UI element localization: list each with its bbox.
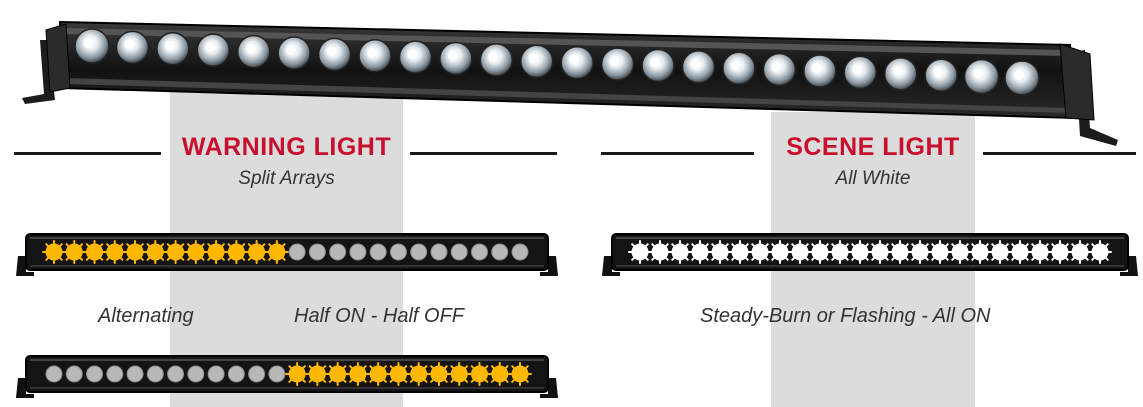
led-on	[86, 243, 104, 261]
led-on	[651, 243, 669, 261]
led-on	[891, 243, 909, 261]
led-on	[227, 243, 245, 261]
led-on	[106, 243, 124, 261]
led-on	[631, 243, 649, 261]
led-on	[751, 243, 769, 261]
led-off	[308, 243, 326, 261]
led-on	[369, 365, 387, 383]
led-on	[410, 365, 428, 383]
led-off	[248, 365, 266, 383]
warning-rule-left	[14, 152, 161, 155]
warning-bar-alternating	[16, 233, 558, 276]
led-on	[671, 243, 689, 261]
led-off	[167, 365, 185, 383]
led-off	[288, 243, 306, 261]
led-on	[1071, 243, 1089, 261]
led-on	[491, 365, 509, 383]
hero-leds	[74, 28, 1040, 96]
led-off	[329, 243, 347, 261]
led-on	[791, 243, 809, 261]
led-on	[146, 243, 164, 261]
warning-light-title: WARNING LIGHT	[181, 133, 392, 161]
caption-steady-burn: Steady-Burn or Flashing - All ON	[700, 305, 991, 327]
led-on	[711, 243, 729, 261]
led-off	[146, 365, 164, 383]
led-off	[511, 243, 529, 261]
led-off	[65, 365, 83, 383]
led-on	[268, 243, 286, 261]
led-on	[871, 243, 889, 261]
led-on	[450, 365, 468, 383]
led-on	[329, 365, 347, 383]
led-on	[811, 243, 829, 261]
led-on	[349, 365, 367, 383]
warning-rule-right	[410, 152, 557, 155]
hero-light-bar	[22, 20, 1118, 146]
led-on	[691, 243, 709, 261]
led-on	[470, 365, 488, 383]
led-off	[369, 243, 387, 261]
led-on	[430, 365, 448, 383]
led-on	[911, 243, 929, 261]
led-off	[491, 243, 509, 261]
led-on	[951, 243, 969, 261]
led-off	[106, 365, 124, 383]
led-off	[410, 243, 428, 261]
led-on	[288, 365, 306, 383]
led-on	[1091, 243, 1109, 261]
led-on	[1051, 243, 1069, 261]
led-on	[389, 365, 407, 383]
scene-light-subtitle: All White	[835, 168, 911, 189]
led-on	[187, 243, 205, 261]
led-on	[207, 243, 225, 261]
led-on	[771, 243, 789, 261]
led-off	[349, 243, 367, 261]
scene-light-title: SCENE LIGHT	[786, 133, 960, 161]
led-on	[1011, 243, 1029, 261]
led-off	[227, 365, 245, 383]
led-on	[851, 243, 869, 261]
led-on	[931, 243, 949, 261]
scene-bar-all-on	[602, 233, 1138, 276]
led-on	[248, 243, 266, 261]
led-on	[167, 243, 185, 261]
led-off	[470, 243, 488, 261]
led-on	[45, 243, 63, 261]
scene-rule-left	[601, 152, 754, 155]
led-on	[971, 243, 989, 261]
led-on	[731, 243, 749, 261]
led-on	[126, 243, 144, 261]
led-on	[831, 243, 849, 261]
led-on	[511, 365, 529, 383]
led-off	[45, 365, 63, 383]
led-on	[1031, 243, 1049, 261]
scene-rule-right	[983, 152, 1136, 155]
led-off	[207, 365, 225, 383]
led-off	[268, 365, 286, 383]
warning-bar-half	[16, 355, 558, 398]
led-off	[126, 365, 144, 383]
led-off	[389, 243, 407, 261]
caption-half-on-half-off: Half ON - Half OFF	[294, 305, 465, 327]
led-on	[991, 243, 1009, 261]
led-on	[65, 243, 83, 261]
led-off	[450, 243, 468, 261]
led-off	[187, 365, 205, 383]
led-off	[86, 365, 104, 383]
caption-alternating: Alternating	[98, 305, 194, 327]
warning-light-subtitle: Split Arrays	[238, 168, 335, 189]
led-off	[430, 243, 448, 261]
led-on	[308, 365, 326, 383]
